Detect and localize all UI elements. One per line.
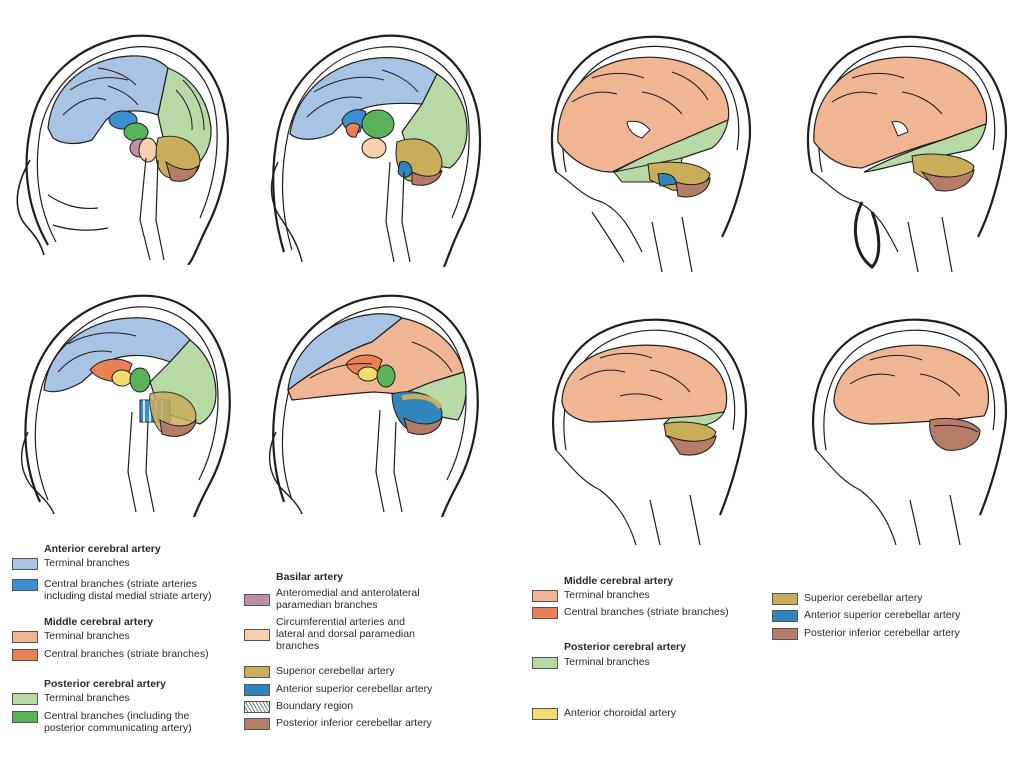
legend-pca-terminal: Terminal branches bbox=[12, 692, 130, 705]
lateral-view-4 bbox=[800, 300, 1020, 545]
swatch-mca-central bbox=[12, 649, 38, 661]
legend-basilar-circumferential: Circumferential arteries and lateral and… bbox=[244, 616, 415, 652]
swatch-right-pca-terminal bbox=[532, 657, 558, 669]
lateral-view-3 bbox=[540, 300, 760, 545]
legend-right-sup-cerebellar: Superior cerebellar artery bbox=[772, 592, 922, 605]
swatch-basilar-circumferential bbox=[244, 629, 270, 641]
legend-basilar-ant-sup-cerebellar: Anterior superior cerebellar artery bbox=[244, 683, 432, 696]
legend-right-mca-terminal: Terminal branches bbox=[532, 589, 650, 602]
swatch-right-ant-sup-cerebellar bbox=[772, 610, 798, 622]
swatch-right-mca-terminal bbox=[532, 590, 558, 602]
swatch-right-sup-cerebellar bbox=[772, 593, 798, 605]
legend-pca-central: Central branches (including the posterio… bbox=[12, 710, 192, 734]
legend-right-mca-title: Middle cerebral artery bbox=[564, 575, 674, 587]
legend-mca-title: Middle cerebral artery bbox=[44, 616, 154, 628]
legend-pca-title: Posterior cerebral artery bbox=[44, 678, 166, 690]
swatch-ant-sup-cerebellar bbox=[244, 684, 270, 696]
legend-right-pca-title: Posterior cerebral artery bbox=[564, 641, 686, 653]
swatch-basilar-paramedian bbox=[244, 594, 270, 606]
legend-basilar-boundary: Boundary region bbox=[244, 700, 353, 713]
legend-mca-central: Central branches (striate branches) bbox=[12, 648, 209, 661]
swatch-right-post-inf-cerebellar bbox=[772, 628, 798, 640]
legend-aca-terminal: Terminal branches bbox=[12, 557, 130, 570]
medial-view-4 bbox=[262, 282, 492, 517]
legend-basilar-title: Basilar artery bbox=[276, 571, 344, 583]
legend-right-ant-choroidal: Anterior choroidal artery bbox=[532, 707, 676, 720]
swatch-right-mca-central bbox=[532, 607, 558, 619]
lateral-view-2 bbox=[792, 22, 1022, 277]
legend-right-pca-terminal: Terminal branches bbox=[532, 656, 650, 669]
medial-view-3 bbox=[10, 282, 240, 517]
swatch-aca-central bbox=[12, 579, 38, 591]
legend-right-post-inf-cerebellar: Posterior inferior cerebellar artery bbox=[772, 627, 960, 640]
swatch-aca-terminal bbox=[12, 558, 38, 570]
swatch-ant-choroidal bbox=[532, 708, 558, 720]
legend-mca-terminal: Terminal branches bbox=[12, 630, 130, 643]
medial-view-2 bbox=[262, 22, 492, 267]
swatch-boundary bbox=[244, 701, 270, 713]
swatch-mca-terminal bbox=[12, 631, 38, 643]
medial-view-1 bbox=[8, 20, 238, 265]
legend-right-mca-central: Central branches (striate branches) bbox=[532, 606, 729, 619]
legend-basilar-sup-cerebellar: Superior cerebellar artery bbox=[244, 665, 394, 678]
legend-basilar-post-inf-cerebellar: Posterior inferior cerebellar artery bbox=[244, 717, 432, 730]
legend-right-ant-sup-cerebellar: Anterior superior cerebellar artery bbox=[772, 609, 960, 622]
swatch-post-inf-cerebellar bbox=[244, 718, 270, 730]
legend-aca-central: Central branches (striate arteries inclu… bbox=[12, 578, 212, 602]
swatch-pca-terminal bbox=[12, 693, 38, 705]
lateral-view-1 bbox=[532, 22, 762, 277]
swatch-sup-cerebellar bbox=[244, 666, 270, 678]
swatch-pca-central bbox=[12, 711, 38, 723]
legend-basilar-paramedian: Anteromedial and anterolateral paramedia… bbox=[244, 587, 420, 611]
legend-aca-title: Anterior cerebral artery bbox=[44, 543, 161, 555]
